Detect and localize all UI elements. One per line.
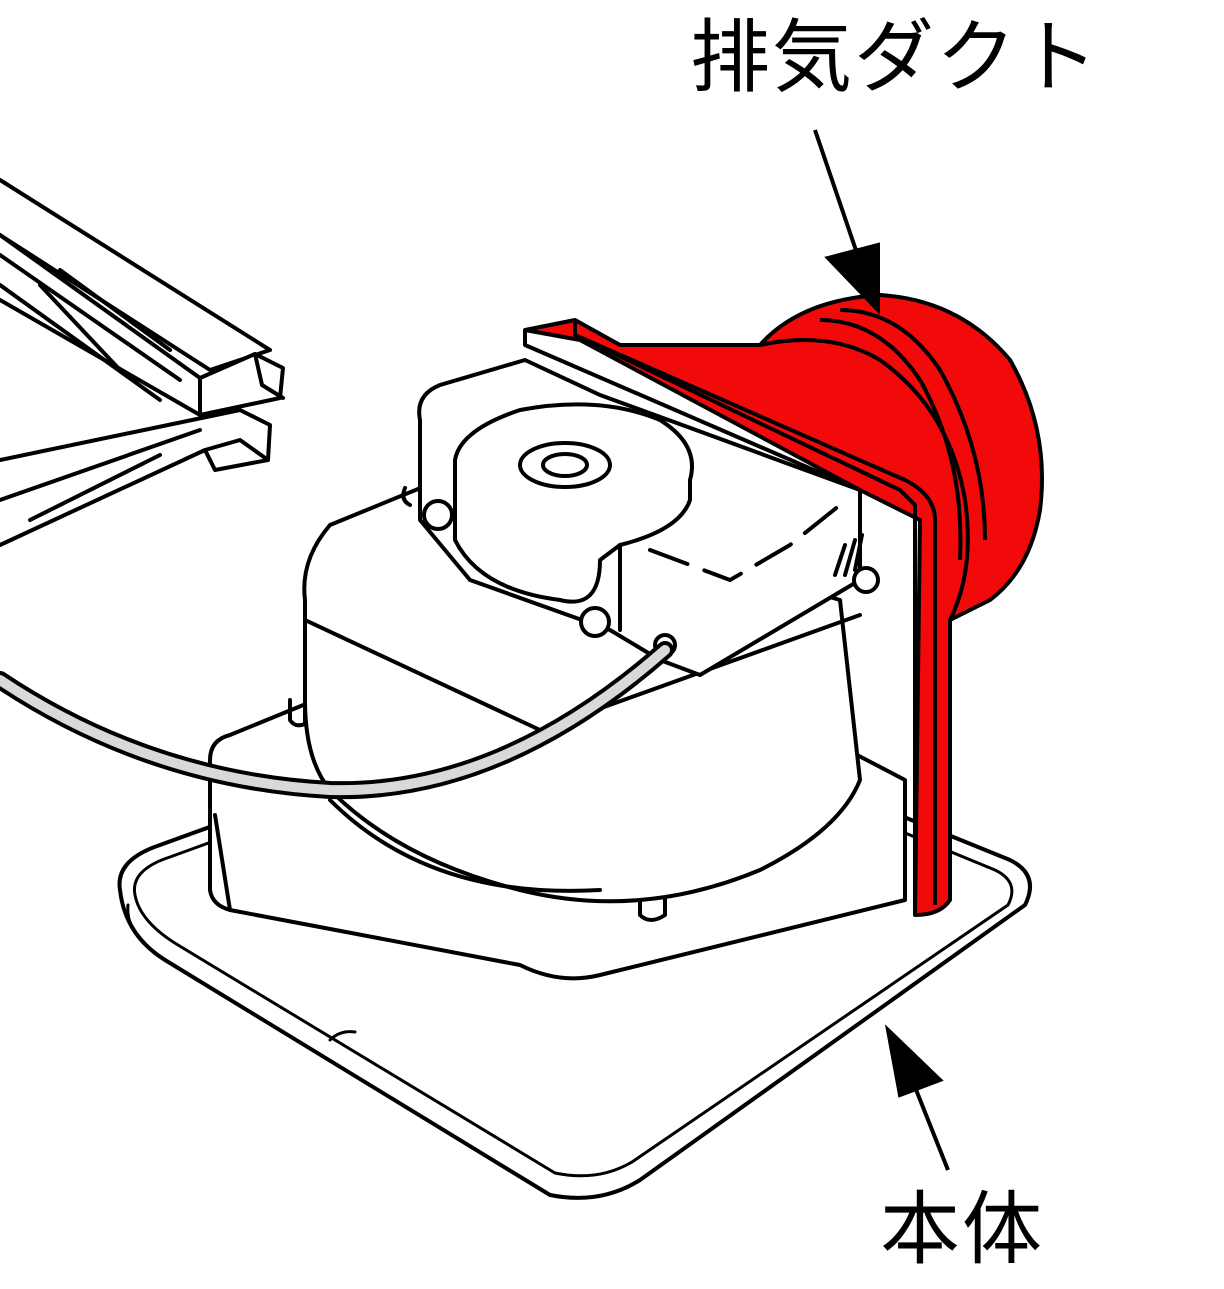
- body-arrow: [884, 1024, 950, 1171]
- fan-motor: [401, 358, 880, 677]
- exhaust-duct: [523, 293, 1044, 917]
- duct-arrow: [813, 129, 880, 315]
- power-cord: [0, 641, 674, 800]
- exhaust-duct-label: 排気ダクト: [690, 11, 1100, 104]
- ceiling-frame: [0, 178, 285, 547]
- main-body-label: 本体: [880, 1183, 1044, 1276]
